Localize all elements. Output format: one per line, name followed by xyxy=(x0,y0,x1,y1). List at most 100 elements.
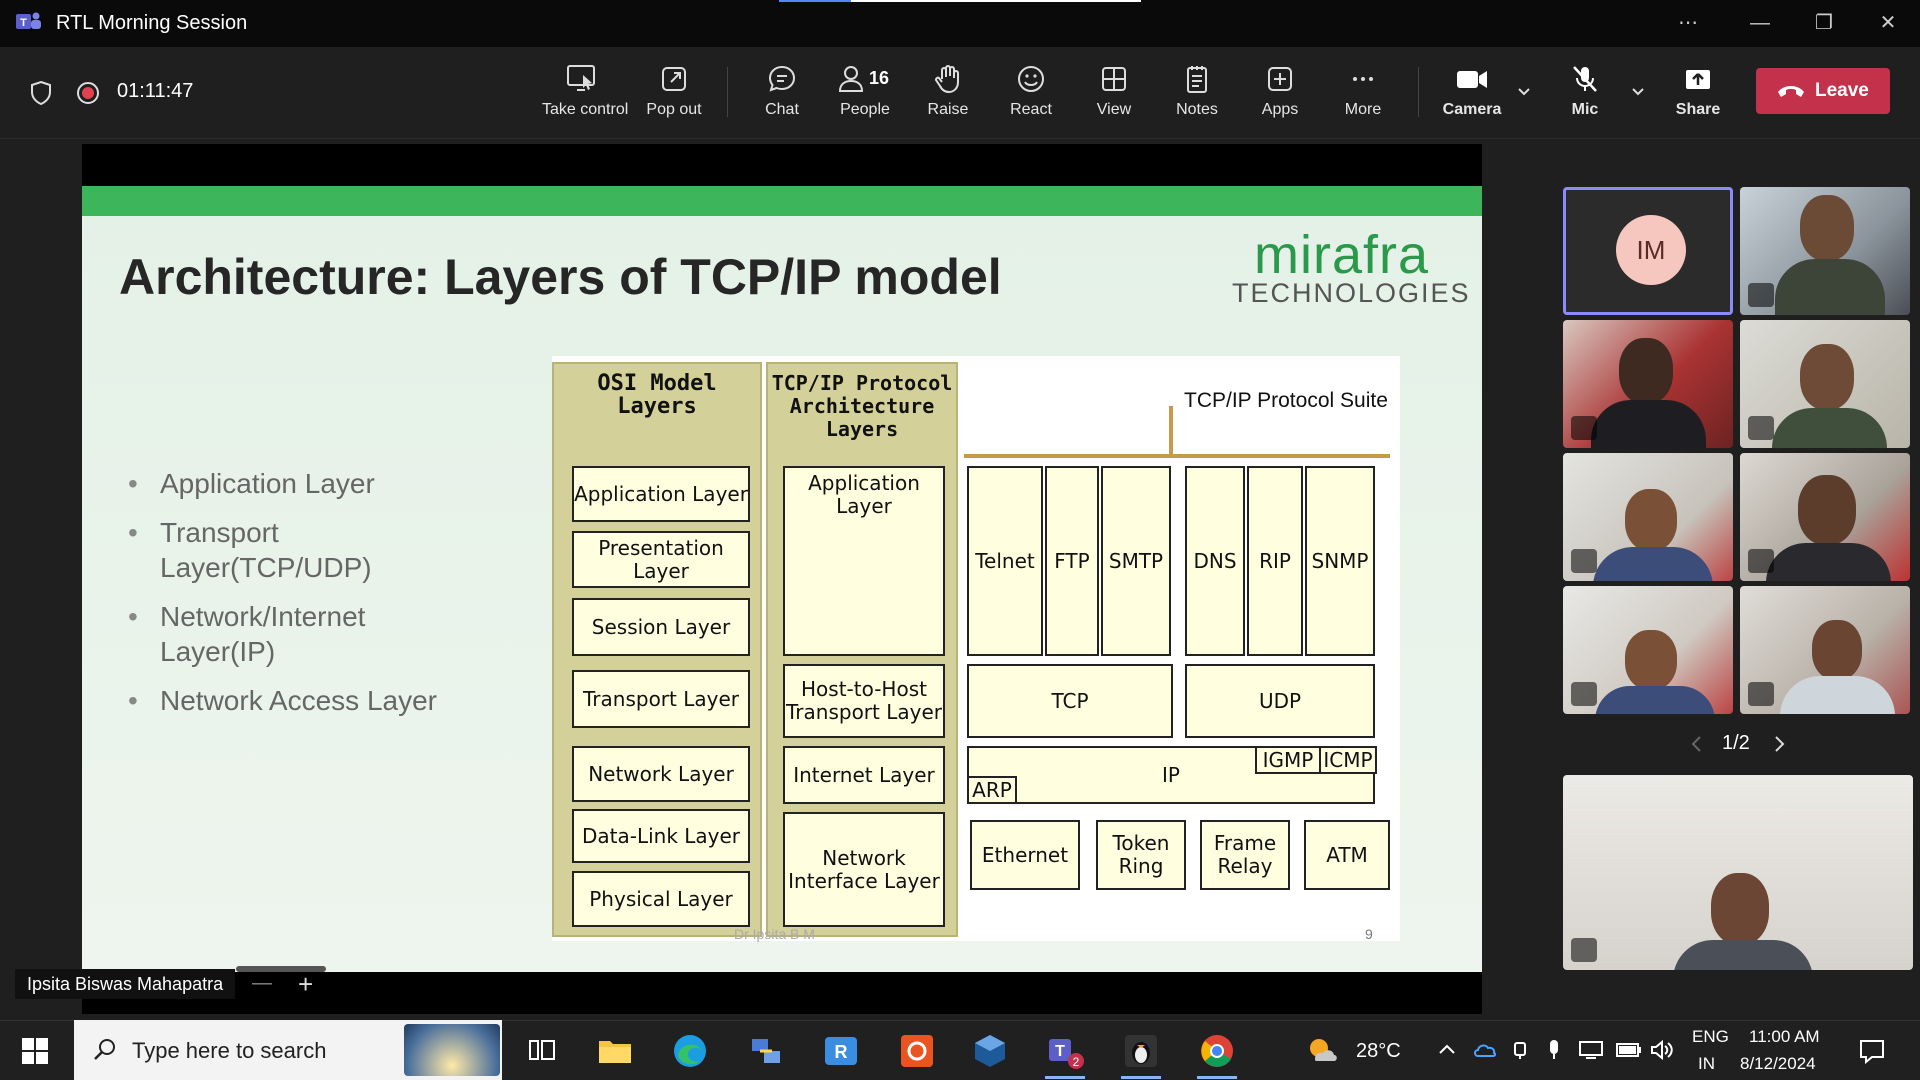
chrome-icon[interactable] xyxy=(1197,1031,1237,1071)
igmp-box: IGMP xyxy=(1255,746,1321,774)
next-page-icon[interactable] xyxy=(1772,735,1786,753)
participant-tile-self[interactable]: IM xyxy=(1563,187,1733,315)
smiley-icon xyxy=(1018,66,1044,92)
active-app-indicator xyxy=(1197,1076,1237,1079)
taskbar-search-input[interactable]: Type here to search xyxy=(74,1020,502,1080)
camera-button[interactable]: Camera xyxy=(1432,63,1512,127)
show-hidden-icons-chevron[interactable] xyxy=(1438,1042,1456,1056)
zoom-control-bar xyxy=(236,966,326,972)
chat-button[interactable]: Chat xyxy=(742,63,822,127)
minimize-button[interactable]: — xyxy=(1750,12,1770,34)
raise-hand-button[interactable]: Raise xyxy=(908,63,988,127)
hand-icon xyxy=(935,65,959,94)
share-icon xyxy=(1686,70,1710,89)
osi-layer: Session Layer xyxy=(572,598,750,656)
toolbar-separator xyxy=(1418,67,1419,117)
svg-text:R: R xyxy=(835,1042,848,1062)
mic-button[interactable]: Mic xyxy=(1545,63,1625,127)
pop-out-label: Pop out xyxy=(646,101,702,118)
take-control-button[interactable]: Take control xyxy=(542,63,628,127)
taskbar-clock-date[interactable]: 8/12/2024 xyxy=(1740,1054,1816,1073)
search-placeholder: Type here to search xyxy=(132,1038,327,1063)
microphone-tray-icon[interactable] xyxy=(1546,1038,1562,1060)
notes-button[interactable]: Notes xyxy=(1157,63,1237,127)
muted-mic-icon xyxy=(1571,416,1597,440)
muted-mic-icon xyxy=(1571,938,1597,962)
meeting-toolbar: 01:11:47 Take control Pop out Chat 16 Pe… xyxy=(0,47,1920,139)
zoom-out-button[interactable]: — xyxy=(252,972,272,994)
battery-icon[interactable] xyxy=(1616,1042,1642,1058)
network-icon[interactable] xyxy=(1578,1040,1604,1060)
presenter-name-tag: Ipsita Biswas Mahapatra xyxy=(15,969,236,999)
people-button[interactable]: 16 People xyxy=(825,63,905,127)
react-button[interactable]: React xyxy=(991,63,1071,127)
osi-layer: Data-Link Layer xyxy=(572,809,750,863)
share-button[interactable]: Share xyxy=(1658,63,1738,127)
more-label: More xyxy=(1344,101,1382,118)
gallery-pager: 1/2 xyxy=(1722,732,1750,754)
restore-button[interactable]: ❐ xyxy=(1815,12,1833,34)
notes-icon xyxy=(1187,66,1207,93)
pop-out-button[interactable]: Pop out xyxy=(634,63,714,127)
view-button[interactable]: View xyxy=(1074,63,1154,127)
more-options-icon[interactable]: ⋯ xyxy=(1678,12,1698,34)
tcpip-layer: Network Interface Layer xyxy=(783,812,945,927)
zoom-in-button[interactable]: + xyxy=(298,969,314,999)
virtualbox-icon[interactable] xyxy=(970,1031,1010,1071)
camera-options-chevron-icon[interactable] xyxy=(1516,84,1532,100)
previous-page-icon[interactable] xyxy=(1690,735,1704,753)
remote-desktop-icon[interactable]: R xyxy=(821,1031,861,1071)
participant-tile[interactable] xyxy=(1740,320,1910,448)
participant-tile[interactable] xyxy=(1740,586,1910,714)
edge-browser-icon[interactable] xyxy=(670,1031,710,1071)
taskbar-clock-time[interactable]: 11:00 AM xyxy=(1749,1027,1820,1046)
usb-device-icon[interactable] xyxy=(1510,1040,1530,1060)
participant-tile[interactable] xyxy=(1563,320,1733,448)
title-progress-accent xyxy=(779,0,851,2)
file-explorer-icon[interactable] xyxy=(595,1031,635,1071)
more-button[interactable]: More xyxy=(1323,63,1403,127)
suite-bracket xyxy=(964,454,1390,458)
volume-icon[interactable] xyxy=(1650,1040,1674,1060)
protocol-suite-label: TCP/IP Protocol Suite xyxy=(1184,389,1388,412)
participant-tile[interactable] xyxy=(1740,453,1910,581)
slide-page-number: 9 xyxy=(1365,926,1373,942)
share-label: Share xyxy=(1675,101,1721,118)
notifications-icon[interactable] xyxy=(1858,1038,1886,1064)
ubuntu-icon[interactable] xyxy=(897,1031,937,1071)
weather-icon[interactable] xyxy=(1305,1035,1339,1065)
participant-tile[interactable] xyxy=(1563,453,1733,581)
language-indicator[interactable]: ENG xyxy=(1692,1027,1729,1046)
network-app-icon[interactable] xyxy=(746,1031,786,1071)
participant-video xyxy=(1775,259,1885,315)
participant-video xyxy=(1711,873,1769,945)
apps-button[interactable]: Apps xyxy=(1240,63,1320,127)
onedrive-icon[interactable] xyxy=(1473,1040,1497,1060)
notes-label: Notes xyxy=(1176,101,1218,118)
bullet-item: Application Layer xyxy=(128,466,548,501)
muted-mic-icon xyxy=(1571,682,1597,706)
language-region[interactable]: IN xyxy=(1698,1054,1715,1073)
ip-label: IP xyxy=(1162,762,1180,787)
shield-icon[interactable] xyxy=(30,80,52,106)
link-box: Frame Relay xyxy=(1200,820,1290,890)
hang-up-icon xyxy=(1778,86,1804,97)
close-button[interactable]: ✕ xyxy=(1879,12,1897,34)
participant-tile[interactable] xyxy=(1740,187,1910,315)
teams-taskbar-icon[interactable]: T 2 xyxy=(1045,1031,1085,1071)
bullet-item: Network/Internet Layer(IP) xyxy=(128,599,418,669)
mic-options-chevron-icon[interactable] xyxy=(1630,84,1646,100)
arp-box: ARP xyxy=(967,776,1017,804)
active-app-indicator xyxy=(1121,1076,1161,1079)
task-view-icon[interactable] xyxy=(522,1031,562,1071)
linux-penguin-icon[interactable] xyxy=(1121,1031,1161,1071)
presentation-slide: Architecture: Layers of TCP/IP model mir… xyxy=(82,186,1482,972)
weather-temperature[interactable]: 28°C xyxy=(1356,1040,1401,1062)
react-label: React xyxy=(1010,101,1052,118)
leave-button[interactable]: Leave xyxy=(1756,68,1890,114)
windows-start-icon[interactable] xyxy=(22,1038,48,1064)
participant-tile[interactable] xyxy=(1563,586,1733,714)
leave-label: Leave xyxy=(1815,80,1869,101)
tcp-box: TCP xyxy=(967,664,1173,738)
self-video-preview[interactable] xyxy=(1563,775,1913,970)
